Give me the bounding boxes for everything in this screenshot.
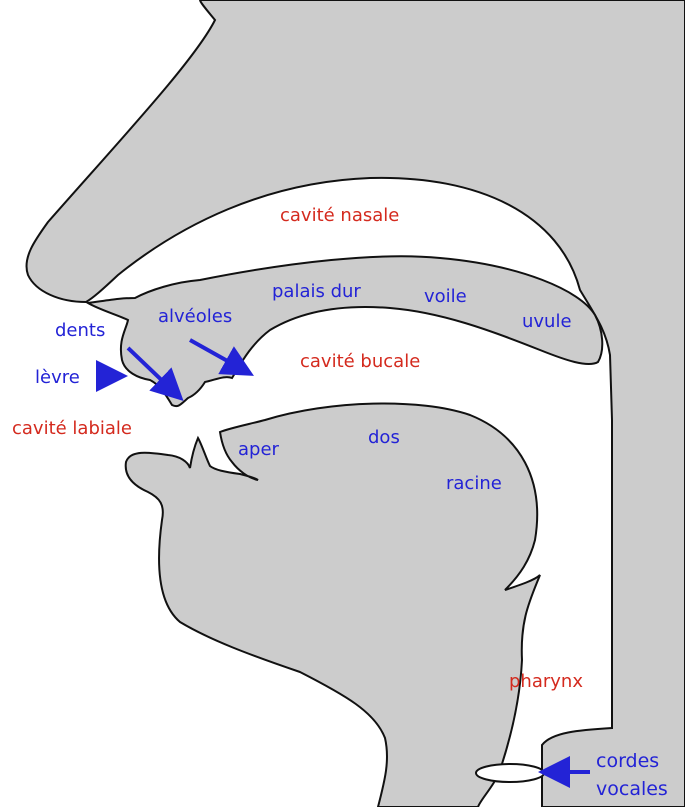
tongue-tissue [126, 404, 540, 807]
label-uvule: uvule [522, 311, 572, 332]
label-dos: dos [368, 427, 400, 448]
label-palais-dur: palais dur [272, 281, 361, 302]
label-pharynx: pharynx [509, 671, 583, 692]
label-racine: racine [446, 473, 502, 494]
label-cavite-labiale: cavité labiale [12, 418, 132, 439]
label-cavite-nasale: cavité nasale [280, 205, 399, 226]
label-apex: aper [238, 439, 280, 460]
label-voile: voile [424, 286, 467, 307]
vocal-cords-ring [476, 764, 544, 782]
label-cavite-buccale: cavité bucale [300, 351, 420, 372]
label-vocales: vocales [596, 778, 668, 800]
label-dents: dents [55, 320, 105, 341]
label-levre: lèvre [35, 367, 80, 388]
label-cordes: cordes [596, 750, 659, 772]
label-alveoles: alvéoles [158, 306, 232, 327]
